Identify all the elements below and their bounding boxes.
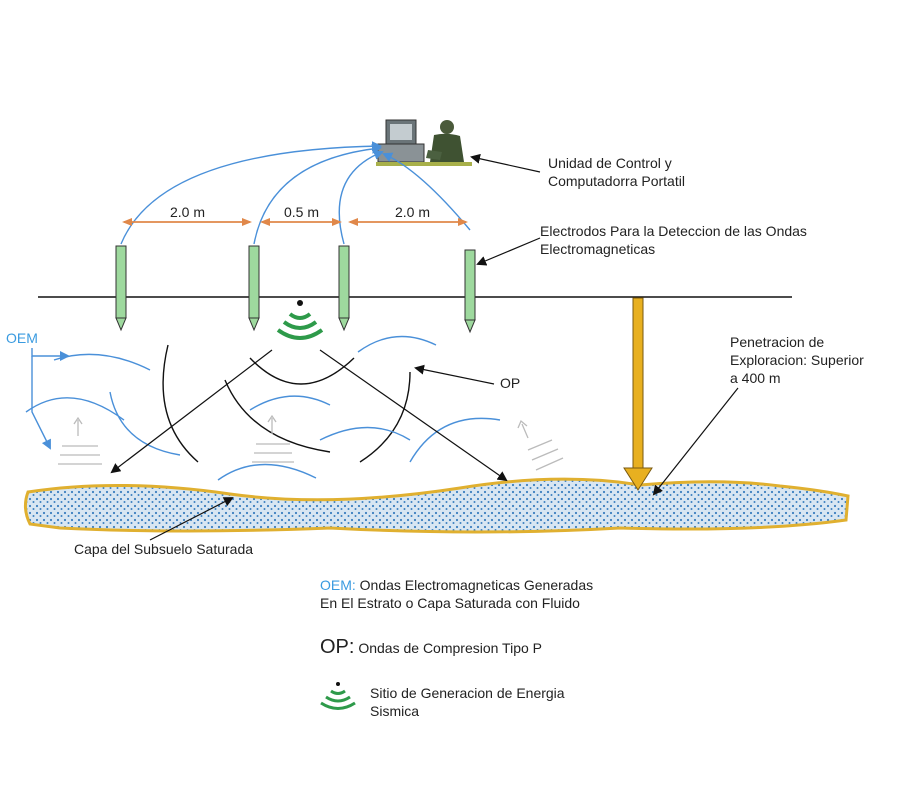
oem-label: OEM [6,330,38,346]
legend-op-key: OP: [320,636,355,658]
control-unit-label-line1: Unidad de Control y [548,155,672,171]
rising-wave-glyphs [58,414,564,471]
electrodes-label-line2: Electromagneticas [540,241,656,257]
legend-seismic-text-line2: Sismica [370,703,420,719]
electrode-1 [115,245,127,332]
oem-bracket-arrows [31,348,70,450]
legend-seismic-text-line1: Sitio de Generacion de Energia [370,685,565,701]
electrodes-label: Electrodos Para la Deteccion de las Onda… [540,222,807,258]
spacing-left-label: 2.0 m [170,204,206,220]
seismic-source-icon [276,300,324,340]
spacing-right-label: 2.0 m [395,204,431,220]
electrodes-label-line1: Electrodos Para la Deteccion de las Onda… [540,223,807,239]
control-unit-label: Unidad de Control y Computadorra Portati… [548,154,685,190]
op-label: OP [500,375,521,391]
callout-pointers [149,153,739,541]
penetration-label: Penetracion de Exploracion: Superior a 4… [730,333,864,387]
legend-oem: OEM: Ondas Electromagneticas Generadas E… [320,576,593,612]
saturated-layer-label: Capa del Subsuelo Saturada [74,541,254,557]
propagation-arrows [110,349,508,482]
legend-oem-text-line1: Ondas Electromagneticas Generadas [359,577,594,593]
legend-seismic: Sitio de Generacion de Energia Sismica [370,684,565,720]
electrode-3 [338,245,350,332]
laptop-icon [376,119,472,166]
penetration-label-line2: Exploracion: Superior [730,352,864,368]
penetration-label-line1: Penetracion de [730,334,825,350]
legend-oem-text-line2: En El Estrato o Capa Saturada con Fluido [320,595,580,611]
saturated-layer [23,477,850,534]
legend-oem-key: OEM: [320,577,356,593]
legend-op: OP: Ondas de Compresion Tipo P [320,636,542,658]
electrode-2 [248,245,260,332]
control-unit-label-line2: Computadorra Portatil [548,173,685,189]
electrode-4 [464,249,476,334]
em-wave-arcs [25,335,501,481]
operator-icon [426,120,464,162]
legend-seismic-icon [320,682,356,710]
compression-wave-arcs [162,344,411,463]
penetration-label-line3: a 400 m [730,370,781,386]
penetration-arrow [623,297,653,491]
spacing-middle-label: 0.5 m [284,204,320,220]
legend-op-text: Ondas de Compresion Tipo P [358,640,542,656]
signal-arcs [120,141,471,245]
